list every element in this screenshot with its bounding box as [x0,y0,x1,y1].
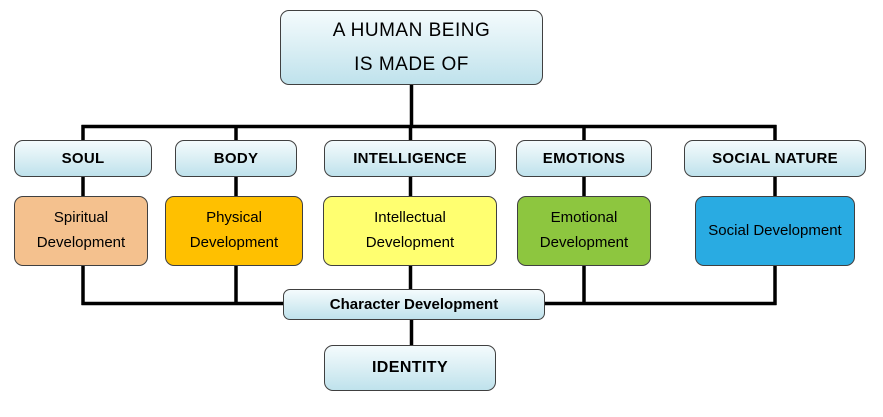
development-node-intellectual: Intellectual Development [323,196,497,266]
identity-node: IDENTITY [324,345,496,391]
root-node: A HUMAN BEING IS MADE OF [280,10,543,85]
development-label: Social Development [708,221,842,239]
development-label: Intellectual Development [365,209,455,251]
development-label: Physical Development [189,209,279,251]
character-development-node: Character Development [283,289,545,320]
category-label: EMOTIONS [542,150,626,167]
development-node-social: Social Development [695,196,855,266]
category-node-social-nature: SOCIAL NATURE [684,140,866,177]
category-label: INTELLIGENCE [353,150,467,167]
root-node-line2: IS MADE OF [354,53,469,75]
category-node-emotions: EMOTIONS [516,140,652,177]
category-label: SOCIAL NATURE [712,150,838,167]
development-node-spiritual: Spiritual Development [14,196,148,266]
category-label: SOUL [61,150,105,167]
identity-label: IDENTITY [371,359,449,376]
category-label: BODY [213,150,259,167]
development-label: Spiritual Development [36,209,126,251]
category-node-soul: SOUL [14,140,152,177]
development-label: Emotional Development [539,209,629,251]
development-node-physical: Physical Development [165,196,303,266]
category-node-body: BODY [175,140,297,177]
root-node-line1: A HUMAN BEING [332,20,491,42]
category-node-intelligence: INTELLIGENCE [324,140,496,177]
character-development-label: Character Development [329,296,499,313]
development-node-emotional: Emotional Development [517,196,651,266]
